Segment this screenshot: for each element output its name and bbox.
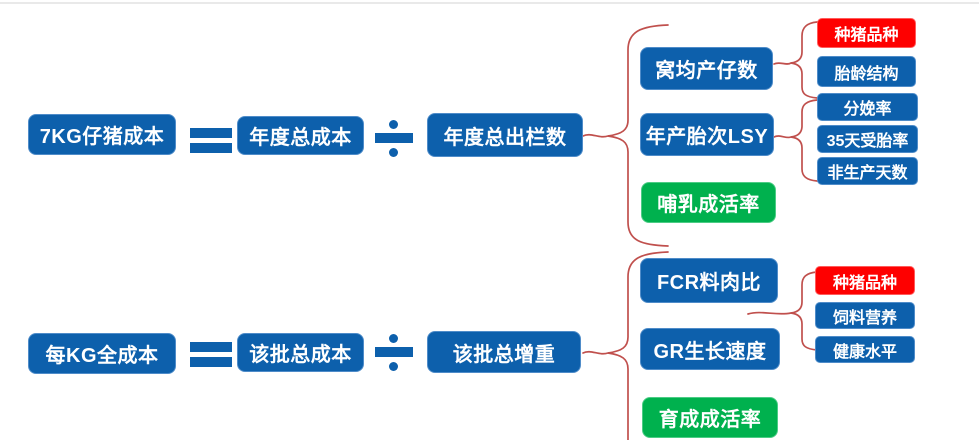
connector-lsy [773,135,792,139]
divide-bar [375,347,413,357]
equals-bar [190,342,232,352]
node-litters-per-sow-year: 年产胎次LSY [640,113,774,156]
node-parity-structure: 胎龄结构 [817,56,916,87]
divide-sign-top [375,118,413,162]
connector-annual-output [582,133,609,138]
divide-dot [389,120,398,129]
brace-lsy-factors [790,99,818,182]
equals-sign-top [190,128,232,153]
divide-bar [375,133,413,143]
top-divider-line [0,2,979,4]
connector-litter-size [773,62,792,65]
node-fcr-feed-conversion: FCR料肉比 [640,258,778,303]
node-batch-total-weight-gain: 该批总增重 [427,331,581,373]
divide-sign-bottom [375,332,413,376]
equals-bar [190,143,232,153]
brace-litter-factors [790,21,818,99]
node-rearing-survival-rate: 育成成活率 [642,397,778,438]
node-breeding-pig-breed-bottom: 种猪品种 [815,266,915,295]
divide-dot [389,148,398,157]
divide-dot [389,362,398,371]
brace-growth-factors [790,271,818,351]
node-batch-total-cost: 该批总成本 [237,333,364,372]
node-breeding-pig-breed-top: 种猪品种 [817,18,916,48]
node-35day-conception-rate: 35天受胎率 [817,125,918,153]
equals-bar [190,128,232,138]
node-annual-total-cost: 年度总成本 [237,116,364,155]
node-lactation-survival-rate: 哺乳成活率 [641,182,776,223]
node-non-productive-days: 非生产天数 [817,157,918,185]
node-7kg-piglet-cost: 7KG仔猪成本 [28,114,176,155]
equals-bar [190,357,232,367]
equals-sign-bottom [190,342,232,367]
divide-dot [389,334,398,343]
node-per-kg-full-cost: 每KG全成本 [28,333,176,374]
node-annual-total-output: 年度总出栏数 [427,113,583,157]
node-farrowing-rate: 分娩率 [817,93,918,121]
connector-batch-gain [582,350,609,355]
node-feed-nutrition: 饲料营养 [815,302,915,329]
node-avg-piglets-per-litter: 窝均产仔数 [640,47,773,90]
node-health-level: 健康水平 [815,336,915,363]
node-gr-growth-rate: GR生长速度 [640,328,780,370]
connector-growth [747,311,792,315]
